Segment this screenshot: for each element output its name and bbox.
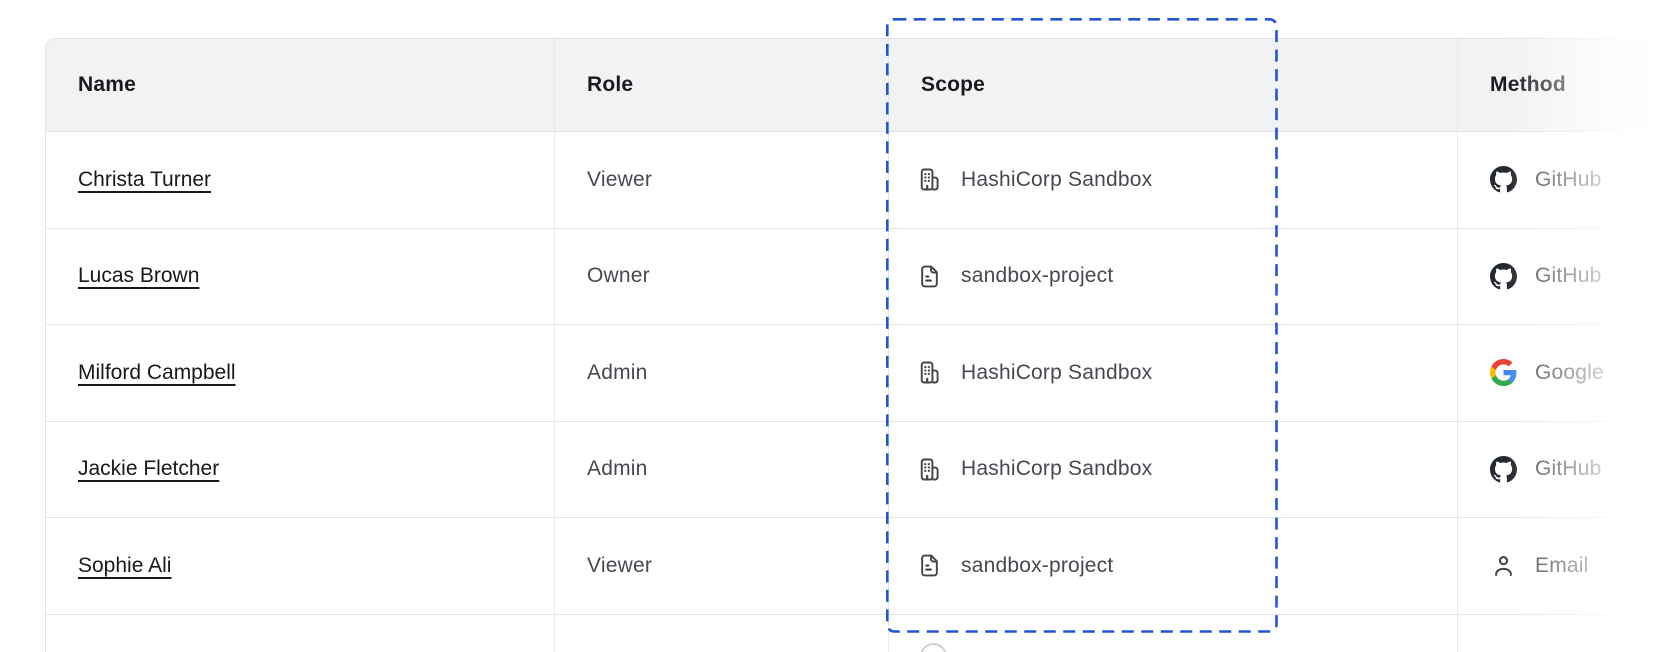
column-header-method: Method [1457, 39, 1672, 132]
table-body: Christa Turner Viewer HashiCorp Sandbox … [46, 132, 1672, 615]
member-role: Viewer [587, 167, 653, 191]
method-label: Google [1535, 360, 1604, 384]
role-cell: Viewer [554, 518, 888, 615]
column-header-scope: Scope [888, 39, 1457, 132]
scope-cell: sandbox-project [888, 228, 1457, 325]
scope-label: HashiCorp Sandbox [961, 360, 1153, 384]
scope-cell: sandbox-project [888, 518, 1457, 615]
column-header-role-label: Role [587, 73, 634, 96]
user-icon [1490, 552, 1517, 579]
table-header-row: Name Role Scope Method [46, 39, 1672, 132]
column-header-role: Role [554, 39, 888, 132]
method-label: GitHub [1535, 167, 1602, 191]
member-role: Admin [587, 360, 648, 384]
member-name-link[interactable]: Milford Campbell [78, 360, 236, 384]
role-cell: Admin [554, 421, 888, 518]
scope-label: sandbox-project [961, 553, 1114, 577]
member-role: Viewer [587, 553, 653, 577]
scope-cell: HashiCorp Sandbox [888, 132, 1457, 229]
file-text-icon [916, 263, 943, 290]
github-icon [1490, 262, 1517, 290]
google-icon [1490, 359, 1517, 387]
member-name-link[interactable]: Lucas Brown [78, 264, 200, 288]
name-cell: Lucas Brown [46, 229, 554, 325]
name-cell: Sophie Ali [46, 518, 554, 615]
method-cell: Google [1457, 325, 1672, 422]
method-cell: GitHub [1457, 228, 1672, 325]
file-text-icon [916, 552, 943, 579]
role-cell: Owner [554, 228, 888, 325]
table-row: Christa Turner Viewer HashiCorp Sandbox … [46, 132, 1672, 229]
method-label: Email [1535, 553, 1589, 577]
column-header-name: Name [46, 39, 554, 132]
name-cell: Jackie Fletcher [46, 422, 554, 518]
table-row: Sophie Ali Viewer sandbox-project Email [46, 518, 1672, 615]
role-cell: Admin [554, 325, 888, 422]
org-icon [916, 456, 943, 483]
table-row-partial [46, 614, 1672, 652]
member-name-link[interactable]: Sophie Ali [78, 553, 172, 577]
column-header-name-label: Name [78, 73, 136, 96]
column-header-scope-label: Scope [921, 73, 986, 96]
name-cell: Milford Campbell [46, 325, 554, 422]
name-cell: Christa Turner [46, 132, 554, 229]
member-name-link[interactable]: Christa Turner [78, 167, 212, 191]
org-icon [916, 359, 943, 386]
table-row: Milford Campbell Admin HashiCorp Sandbox… [46, 325, 1672, 422]
scope-label: HashiCorp Sandbox [961, 457, 1153, 481]
member-name-link[interactable]: Jackie Fletcher [78, 457, 220, 481]
github-icon [1490, 455, 1517, 483]
org-icon [916, 166, 943, 193]
scope-cell: HashiCorp Sandbox [888, 421, 1457, 518]
method-cell: Email [1457, 518, 1672, 615]
method-cell: GitHub [1457, 132, 1672, 229]
members-table: Name Role Scope Method Christa Turner Vi… [45, 38, 1672, 652]
table-row: Lucas Brown Owner sandbox-project GitHub [46, 228, 1672, 325]
scope-cell: HashiCorp Sandbox [888, 325, 1457, 422]
scope-label: HashiCorp Sandbox [961, 167, 1153, 191]
method-label: GitHub [1535, 457, 1602, 481]
scope-label: sandbox-project [961, 264, 1114, 288]
role-cell: Viewer [554, 132, 888, 229]
member-role: Admin [587, 457, 648, 481]
member-role: Owner [587, 264, 650, 288]
method-label: GitHub [1535, 264, 1602, 288]
github-icon [1490, 166, 1517, 193]
table-row: Jackie Fletcher Admin HashiCorp Sandbox … [46, 421, 1672, 518]
column-header-method-label: Method [1490, 73, 1566, 96]
method-cell: GitHub [1457, 421, 1672, 518]
